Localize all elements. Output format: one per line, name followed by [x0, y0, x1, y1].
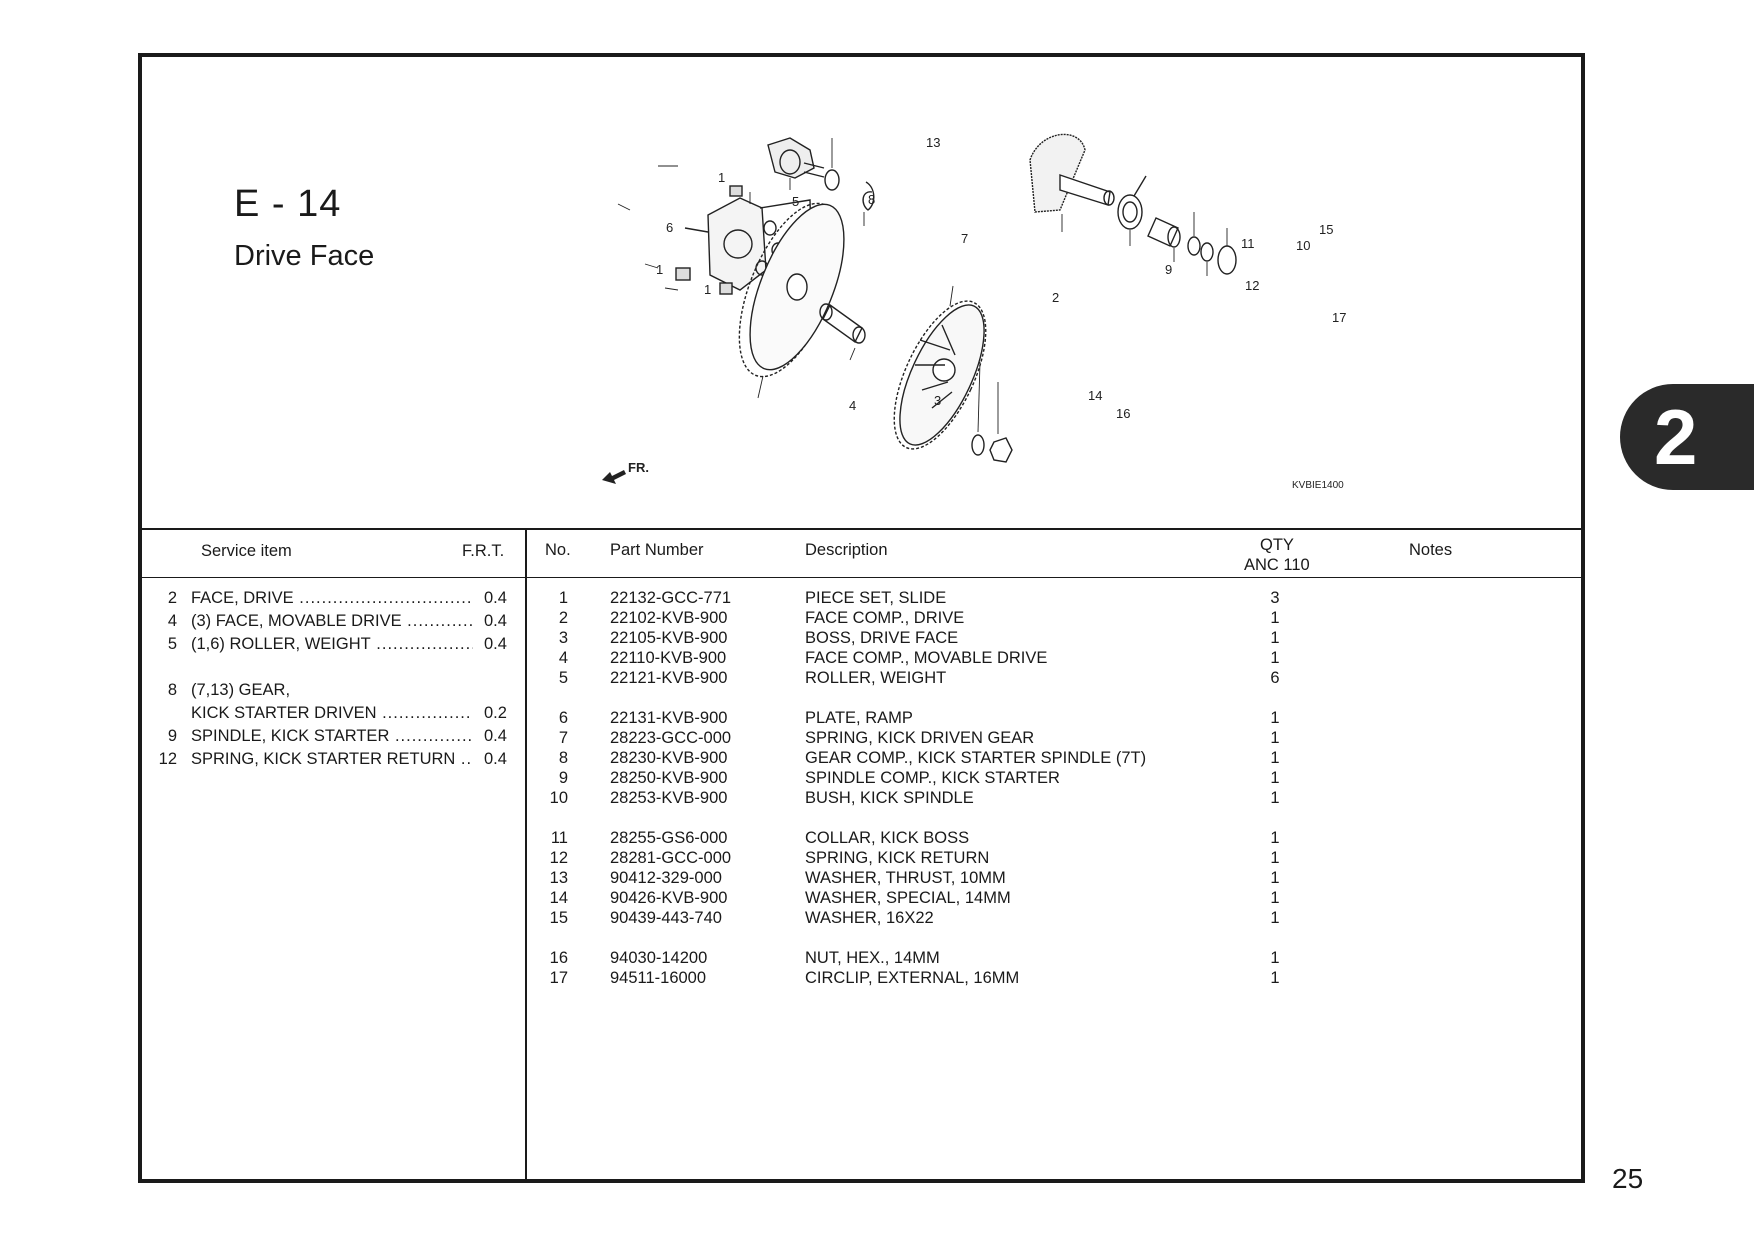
ramp-plate-part [684, 197, 767, 291]
callout: 9 [1165, 262, 1172, 277]
kick-starter-spindle-part [1029, 133, 1115, 213]
movable-drive-face-part [738, 202, 845, 378]
callout: 8 [868, 192, 875, 207]
callout: 12 [1245, 278, 1259, 293]
section-title: Drive Face [234, 240, 375, 272]
hex-nut-part [989, 437, 1013, 463]
callout: 17 [1332, 310, 1346, 325]
callout: 15 [1319, 222, 1333, 237]
callout: 10 [1296, 238, 1310, 253]
callout: 11 [1241, 236, 1255, 251]
callout: 14 [1088, 388, 1102, 403]
callout: 5 [792, 194, 799, 209]
washer-15-part [1187, 236, 1201, 256]
chapter-number: 2 [1654, 393, 1698, 481]
callout: 1 [656, 262, 663, 277]
svg-text:FR.: FR. [628, 460, 649, 475]
kick-starter-driven-gear-part [767, 137, 825, 179]
kick-spindle-bush-part [1147, 217, 1181, 248]
frt-header: F.R.T. [462, 542, 505, 560]
service-row: 4 (3) FACE, MOVABLE DRIVE ..............… [167, 612, 507, 630]
callout: 2 [1052, 290, 1059, 305]
callout: 3 [934, 393, 941, 408]
callout: 4 [849, 398, 856, 413]
service-row: 2 FACE, DRIVE ..........................… [167, 589, 507, 607]
front-direction-arrow: FR. [602, 460, 649, 484]
washer-14-part [971, 434, 985, 456]
diagram-code: KVBIE1400 [1292, 480, 1344, 491]
callout: 1 [718, 170, 725, 185]
diagram-callouts: 1 1 1 2 3 4 5 6 7 8 9 10 11 12 13 14 15 … [656, 135, 1346, 421]
slide-piece-part [675, 267, 691, 281]
kick-driven-gear-spring-part [862, 181, 875, 211]
service-row: 12 SPRING, KICK STARTER RETURN .........… [158, 750, 507, 768]
table-header-rule [142, 577, 1585, 578]
washer-13-part [824, 169, 840, 191]
kick-return-spring-part [1117, 175, 1147, 230]
slide-piece-part [719, 282, 733, 295]
part-number-header: Part Number [610, 541, 704, 559]
service-row: 5 (1,6) ROLLER, WEIGHT .................… [167, 635, 507, 653]
circlip-17-part [1200, 242, 1214, 262]
model-header: ANC 110 [1244, 556, 1310, 574]
drive-face-part [893, 300, 987, 450]
slide-piece-part [729, 185, 743, 197]
description-header: Description [805, 541, 888, 559]
table-top-rule [142, 528, 1585, 530]
chapter-tab: 2 [1620, 384, 1754, 490]
callout: 13 [926, 135, 940, 150]
collar-kick-boss-part [1217, 245, 1237, 275]
table-divider [525, 528, 527, 1183]
service-item-header: Service item [201, 542, 292, 560]
notes-header: Notes [1409, 541, 1453, 559]
service-row: KICK STARTER DRIVEN ....................… [191, 704, 507, 722]
page-frame [138, 53, 1585, 1183]
service-row: 8 (7,13) GEAR, [167, 681, 291, 699]
service-row: 9 SPINDLE, KICK STARTER ................… [167, 727, 507, 745]
qty-header: QTY [1260, 536, 1294, 554]
drive-face-boss-part [819, 303, 866, 344]
callout: 1 [704, 282, 711, 297]
no-header: No. [545, 541, 571, 559]
callout: 7 [961, 231, 968, 246]
section-code: E - 14 [234, 183, 342, 225]
exploded-parts-diagram: FR. 1 1 1 2 3 4 5 6 7 8 9 10 11 12 13 14… [602, 133, 1346, 491]
page-number: 25 [1612, 1163, 1644, 1194]
callout: 6 [666, 220, 673, 235]
callout: 16 [1116, 406, 1130, 421]
